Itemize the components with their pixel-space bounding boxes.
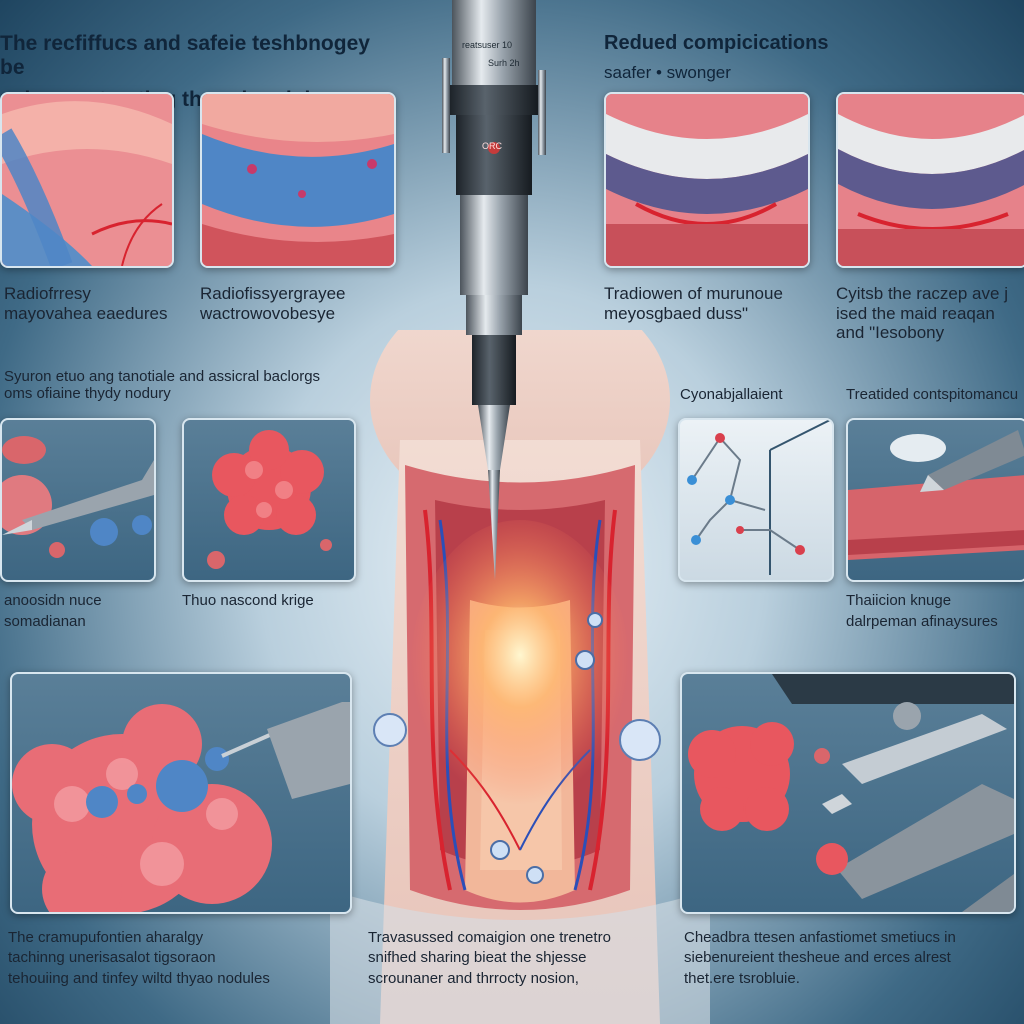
device-label-1: reatsuser 10 <box>462 40 513 50</box>
tissue-panel-3 <box>604 92 810 268</box>
row1-caption-3-line1: Tradiowen of murunoue <box>604 284 783 303</box>
row2-caption-2: Thuo nascond krige <box>182 592 352 609</box>
row1-caption-4-line3: and "Iesobony <box>836 323 945 343</box>
row2-caption-1: anoosidn nuce somadianan <box>4 592 154 631</box>
tissue-panel-2 <box>200 92 396 268</box>
row1-caption-3-line2: meyosgbaed duss" <box>604 303 749 323</box>
bottom-caption-3-line1: Cheadbra ttesen anfastiomet smetiucs in <box>684 929 956 946</box>
device-label-2: Surh 2h <box>488 58 520 68</box>
header-right: Redued compicications saafer • swonger <box>604 32 1004 83</box>
mid-left-text: Syuron etuo ang tanotiale and assicral b… <box>4 368 364 403</box>
header-right-line1: Redued compicications <box>604 32 829 54</box>
nodule-ablation-panel <box>10 672 352 914</box>
row1-caption-2-line1: Radiofissyergrayee <box>200 284 346 303</box>
bottom-caption-1-line1: The cramupufontien aharalgy <box>8 929 204 946</box>
rf-ablation-device: reatsuser 10 Surh 2h ORC <box>438 0 550 580</box>
bottom-caption-3-line2: siebenureient thesheue and erces alrest <box>684 949 951 967</box>
bottom-caption-3-line3: thet.ere tsrobluie. <box>684 969 800 987</box>
tissue-panel-4 <box>836 92 1024 268</box>
row1-caption-3: Tradiowen of murunoue meyosgbaed duss" <box>604 284 824 323</box>
row2-caption-3: Thaiicion knuge dalrpeman afinaysures <box>846 592 1024 631</box>
header-left-line1: The recfiffucs and safeie teshbnogey be <box>0 32 370 80</box>
header-right-line2: saafer • swonger <box>604 63 731 82</box>
diagram-panel <box>678 418 834 582</box>
row1-caption-4-line2: ised the maid reaqan <box>836 303 995 323</box>
bottom-caption-3: Cheadbra ttesen anfastiomet smetiucs in … <box>684 928 1020 989</box>
row1-caption-4-line1: Cyitsb the raczep ave j <box>836 284 1008 303</box>
mid-right-label-1: Cyonabjallaient <box>680 386 783 403</box>
row1-caption-2: Radiofissyergrayee wactrowovobesye <box>200 284 420 323</box>
instruments-panel <box>680 672 1016 914</box>
bottom-caption-2-line1: Travasussed comaigion one trenetro <box>368 929 611 946</box>
needle-panel <box>0 418 156 582</box>
tissue-cut-panel <box>846 418 1024 582</box>
row2-caption-1-line2: somadianan <box>4 613 86 631</box>
bottom-caption-1: The cramupufontien aharalgy tachinng une… <box>8 928 348 989</box>
bottom-caption-1-line2: tachinng unerisasalot tigsoraon <box>8 949 216 967</box>
row1-caption-2-line2: wactrowovobesye <box>200 303 336 323</box>
bottom-caption-2-line2: snifhed sharing bieat the shjesse <box>368 949 587 967</box>
bottom-caption-1-line3: tehouiing and tinfey wiltd thyao nodules <box>8 969 270 987</box>
row2-caption-3-line1: Thaiicion knuge <box>846 592 952 609</box>
nodule-panel <box>182 418 356 582</box>
row2-caption-2-line1: Thuo nascond krige <box>182 592 314 609</box>
row2-caption-3-line2: dalrpeman afinaysures <box>846 613 998 631</box>
neck-illustration <box>330 330 710 1024</box>
row1-caption-1-line1: Radiofrresy <box>4 284 91 303</box>
bottom-caption-2-line3: scrounaner and thrrocty nosion, <box>368 969 579 987</box>
tissue-panel-1 <box>0 92 174 268</box>
row1-caption-4: Cyitsb the raczep ave j ised the maid re… <box>836 284 1022 343</box>
bottom-caption-2: Travasussed comaigion one trenetro snifh… <box>368 928 668 989</box>
row1-caption-1-line2: mayovahea eaedures <box>4 303 168 323</box>
row1-caption-1: Radiofrresy mayovahea eaedures <box>4 284 194 323</box>
mid-left-text-line1: Syuron etuo ang tanotiale and assicral b… <box>4 368 321 385</box>
mid-right-label-2: Treatided contspitomancu <box>846 386 1019 403</box>
row2-caption-1-line1: anoosidn nuce <box>4 592 102 609</box>
mid-left-text-line2: oms ofiaine thydy nodury <box>4 385 171 403</box>
device-label-3: ORC <box>482 141 502 151</box>
